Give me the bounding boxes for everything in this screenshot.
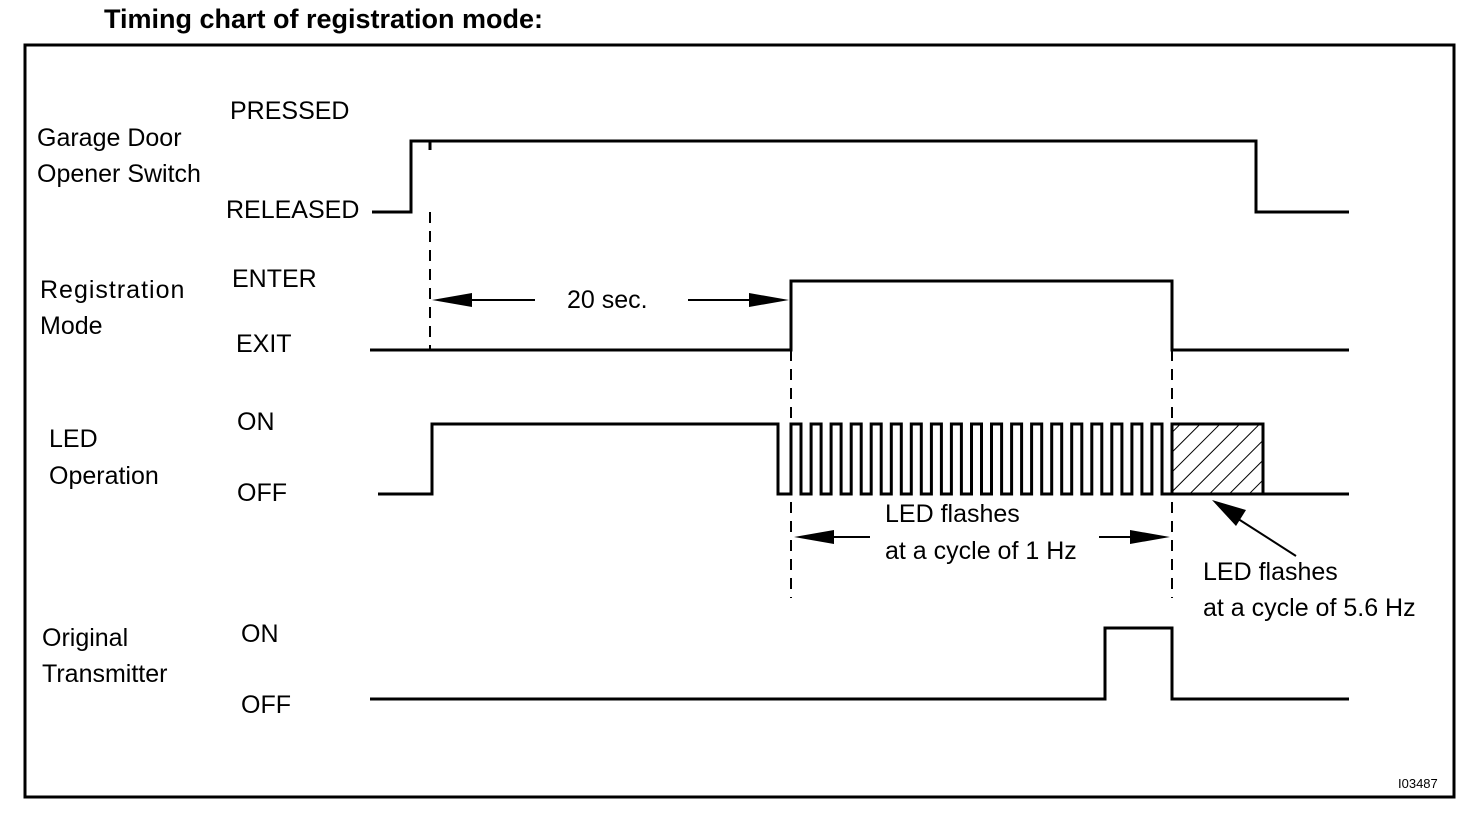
svg-text:Original: Original (42, 624, 128, 652)
level-label-enter: ENTER (232, 265, 317, 293)
svg-text:Transmitter: Transmitter (42, 660, 167, 688)
svg-text:Opener Switch: Opener Switch (37, 160, 201, 188)
signal-name-original-transmitter: Original Transmitter (42, 624, 167, 688)
figure-code: I03487 (1398, 776, 1438, 791)
svg-text:at a cycle of 1 Hz: at a cycle of 1 Hz (885, 537, 1077, 565)
svg-text:Mode: Mode (40, 312, 103, 340)
waveform-original-transmitter (370, 626, 1349, 701)
svg-text:at a cycle of 5.6 Hz: at a cycle of 5.6 Hz (1203, 594, 1416, 622)
slow-flash-label: LED flashes at a cycle of 1 Hz (885, 500, 1077, 565)
level-label-led-off: OFF (237, 479, 287, 507)
signal-name-registration-mode: Registration Mode (40, 276, 185, 340)
level-label-exit: EXIT (236, 330, 292, 358)
level-label-transmitter-off: OFF (241, 691, 291, 719)
interval-arrow (432, 293, 789, 307)
fast-flash-label: LED flashes at a cycle of 5.6 Hz (1203, 558, 1416, 622)
svg-text:LED: LED (49, 425, 98, 453)
svg-text:Garage Door: Garage Door (37, 124, 182, 152)
level-label-transmitter-on: ON (241, 620, 279, 648)
svg-text:LED flashes: LED flashes (885, 500, 1020, 528)
interval-label: 20 sec. (567, 286, 648, 314)
svg-text:LED flashes: LED flashes (1203, 558, 1338, 586)
led-fast-flash-region (1170, 422, 1265, 496)
level-label-pressed: PRESSED (230, 97, 349, 125)
slow-flash-arrow (794, 530, 1170, 544)
signal-name-garage-door-opener-switch: Garage Door Opener Switch (37, 124, 201, 188)
waveform-registration-mode (370, 279, 1349, 352)
diagram-title: Timing chart of registration mode: (104, 4, 543, 34)
waveform-garage-door-opener-switch (372, 139, 1349, 214)
level-label-led-on: ON (237, 408, 275, 436)
waveform-led-operation (378, 422, 1349, 496)
svg-text:Registration: Registration (40, 276, 185, 304)
level-label-released: RELEASED (226, 196, 359, 224)
signal-name-led-operation: LED Operation (49, 425, 159, 490)
svg-text:Operation: Operation (49, 462, 159, 490)
diagram-frame (23, 43, 1456, 799)
fast-flash-pointer (1212, 500, 1297, 557)
